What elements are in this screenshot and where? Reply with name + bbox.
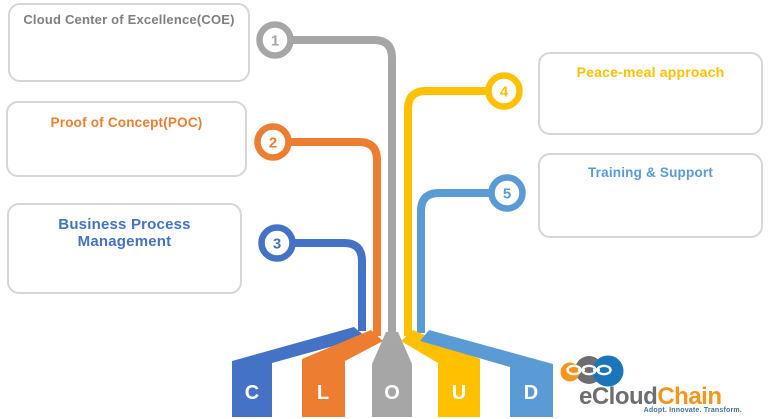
ribbon-o xyxy=(372,332,412,417)
brand-tagline: Adopt. Innovate. Transform. xyxy=(643,407,742,414)
step-3-box: Business Process Management xyxy=(7,203,242,294)
step-3-badge: 3 xyxy=(258,224,296,262)
step-5-box: Training & Support xyxy=(538,153,763,238)
ribbon-l xyxy=(302,330,383,417)
step-3-label: Business Process Management xyxy=(58,216,191,250)
cloud-letter-c: C xyxy=(245,382,259,404)
connector-step-1 xyxy=(275,36,396,336)
brand-accent-text: Chain xyxy=(657,383,722,410)
chain-link-icon xyxy=(566,364,612,376)
brand-primary-text: eCloud xyxy=(579,383,658,410)
step-1-label: Cloud Center of Excellence(COE) xyxy=(23,12,235,27)
step-1-badge: 1 xyxy=(256,21,294,59)
step-4-number: 4 xyxy=(500,84,509,101)
step-5-label: Training & Support xyxy=(587,165,714,180)
step-2-badge: 2 xyxy=(254,123,292,161)
logo-circle-blue xyxy=(592,355,624,387)
step-4-box: Peace-meal approach xyxy=(538,52,763,135)
connector-step-2 xyxy=(273,138,381,336)
step-4-label: Peace-meal approach xyxy=(576,64,725,80)
step-2-number: 2 xyxy=(269,135,277,152)
step-1-number: 1 xyxy=(271,33,279,50)
connector-step-4 xyxy=(404,87,504,336)
brand-wordmark: eCloudChain xyxy=(579,383,743,411)
logo-mark xyxy=(560,355,624,387)
step-3-number: 3 xyxy=(273,236,281,253)
step-4-badge: 4 xyxy=(485,72,523,110)
cloud-letter-u: U xyxy=(452,382,466,404)
ribbon-c xyxy=(232,327,366,417)
step-1-box: Cloud Center of Excellence(COE) xyxy=(8,3,250,82)
cloud-letter-d: D xyxy=(524,382,538,404)
connector-step-5 xyxy=(417,189,507,333)
connector-step-3 xyxy=(277,239,366,331)
cloud-letter-l: L xyxy=(317,382,329,404)
step-2-label: Proof of Concept(POC) xyxy=(50,115,203,130)
cloud-letter-o: O xyxy=(384,382,400,404)
ribbon-d xyxy=(420,330,553,417)
step-2-box: Proof of Concept(POC) xyxy=(6,101,247,177)
step-5-number: 5 xyxy=(503,186,511,203)
step-5-badge: 5 xyxy=(488,174,526,212)
